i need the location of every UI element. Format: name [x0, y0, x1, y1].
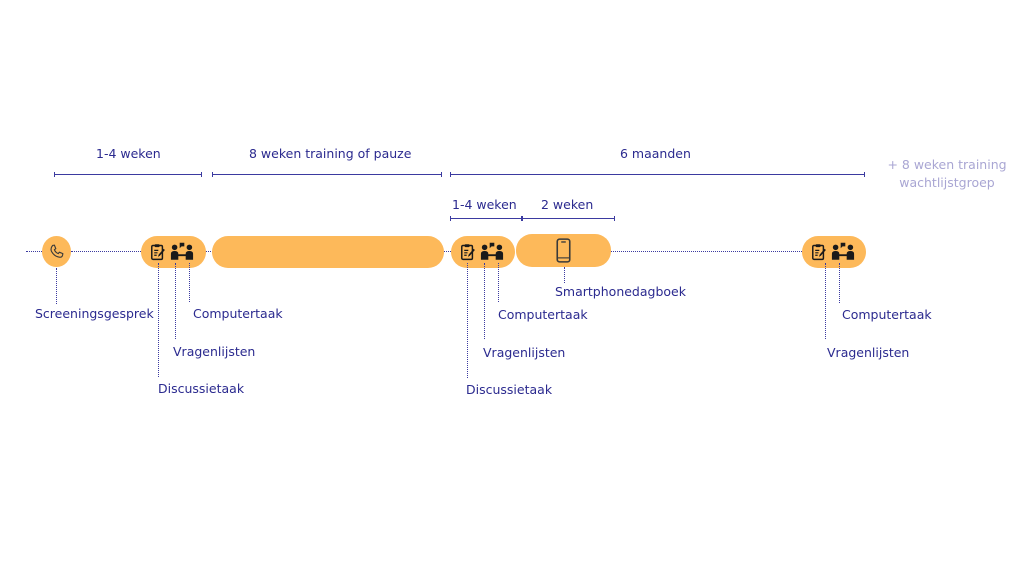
leader-smartphone-diary	[564, 267, 565, 283]
smartphone-icon	[556, 238, 571, 263]
period-label-intake: 1-4 weken	[96, 146, 161, 161]
span-followup	[450, 172, 865, 177]
span-intake	[54, 172, 202, 177]
timeline-dots	[205, 251, 213, 252]
timeline-dots	[611, 251, 802, 252]
label-computer-3: Computertaak	[842, 307, 932, 322]
leader-computer-3	[839, 263, 840, 303]
label-screening: Screeningsgesprek	[35, 306, 154, 321]
timeline-dots	[26, 251, 42, 252]
label-computer-2: Computertaak	[498, 307, 588, 322]
leader-questionnaires-1	[175, 263, 176, 339]
leader-screening	[56, 268, 57, 304]
span-post-short	[450, 216, 522, 221]
span-diary	[522, 216, 615, 221]
leader-questionnaires-2	[484, 263, 485, 339]
label-discussion-2: Discussietaak	[466, 382, 553, 397]
clipboard-icon	[151, 244, 165, 261]
label-questionnaires-2: Vragenlijsten	[483, 345, 566, 360]
leader-discussion-1	[158, 263, 159, 377]
timeline-dots	[71, 251, 141, 252]
timeline-dots	[444, 251, 451, 252]
clipboard-icon	[812, 244, 826, 261]
period-label-waitlist: + 8 weken training wachtlijstgroep	[880, 156, 1014, 192]
waitlist-line-1: + 8 weken training	[887, 157, 1007, 172]
waitlist-line-2: wachtlijstgroep	[899, 175, 995, 191]
label-questionnaires-3: Vragenlijsten	[827, 345, 910, 360]
discussion-icon	[170, 242, 194, 260]
leader-computer-2	[498, 263, 499, 302]
training-pill	[212, 236, 444, 268]
period-label-post-short: 1-4 weken	[452, 197, 517, 212]
period-label-training: 8 weken training of pauze	[249, 146, 412, 161]
label-discussion-1: Discussietaak	[158, 381, 245, 396]
leader-questionnaires-3	[825, 263, 826, 339]
label-computer-1: Computertaak	[193, 306, 283, 321]
discussion-icon	[480, 242, 504, 260]
screening-pill	[42, 236, 71, 267]
period-label-diary: 2 weken	[541, 197, 594, 212]
leader-computer-1	[189, 263, 190, 302]
label-questionnaires-1: Vragenlijsten	[173, 344, 256, 359]
discussion-icon	[831, 242, 855, 260]
span-training	[212, 172, 442, 177]
period-label-followup: 6 maanden	[620, 146, 691, 161]
clipboard-icon	[461, 244, 475, 261]
leader-discussion-2	[467, 263, 468, 378]
label-smartphone-diary: Smartphonedagboek	[555, 284, 686, 299]
phone-icon	[50, 244, 64, 258]
